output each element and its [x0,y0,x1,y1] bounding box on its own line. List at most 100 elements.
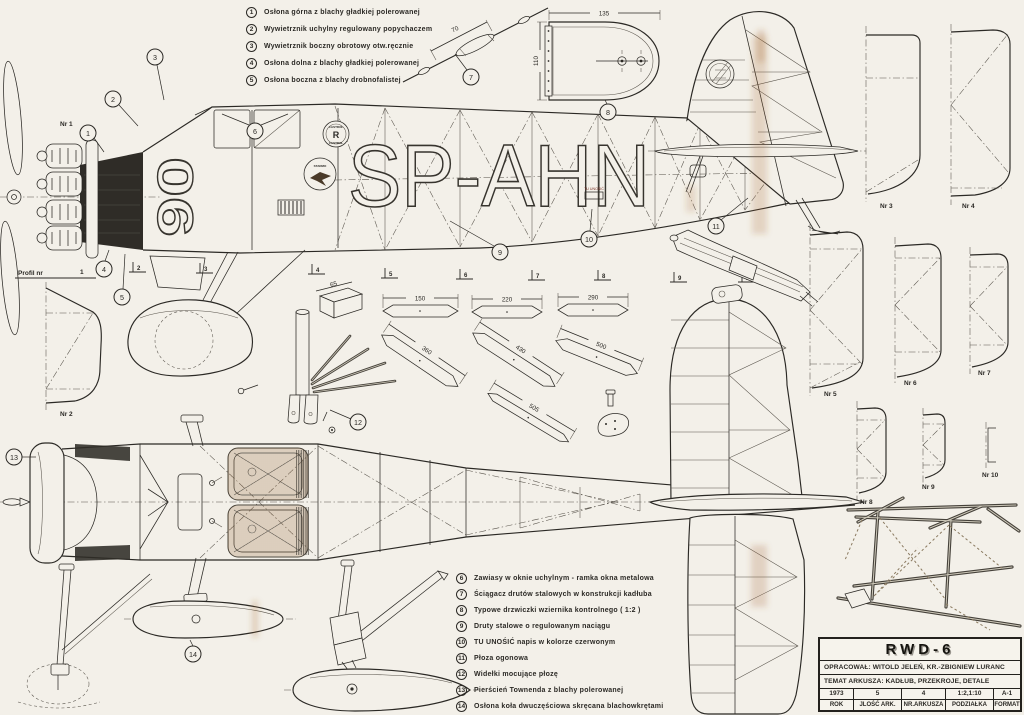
tailskid-fork-detail [287,309,397,434]
fuselage-truss [334,105,829,251]
svg-text:5: 5 [389,272,393,278]
legend-top: 1 Osłona górna z blachy gładkiej polerow… [246,4,432,89]
dim-360: 360 [420,345,433,357]
top-view-fuselage [61,443,856,561]
tailplane-detail-box [689,164,707,178]
svg-text:12: 12 [354,418,362,427]
svg-text:11: 11 [712,222,719,231]
pilot-seats [227,447,309,558]
profile-label-nr1: Nr 1 [60,121,73,128]
legend-item-14: 14 Osłona koła dwuczęściowa skręcana bla… [456,698,663,714]
callout-14: 14 [184,639,202,663]
legend-number-badge: 5 [246,75,257,86]
callout-11: 11 [707,197,749,235]
starmo-logo-text: STARMO [314,164,327,168]
callout-6: 6 [221,113,289,140]
lower-cowl-scoop [149,255,206,291]
cross-sections: Nr 2 Nr 3 Nr 4 Nr 5 Nr 6 [45,24,1011,506]
section-nr6: Nr 6 [894,237,942,387]
sheet-count-value: 5 [854,689,902,700]
profile-label-nr8: Nr 8 [860,499,873,506]
legend-number-badge: 3 [246,41,257,52]
profile-label-nr4: Nr 4 [962,203,975,210]
section-markers: Profil nr 1 2 3 4 5 6 7 8 9 10 [15,262,757,283]
starmo-bird-icon [310,172,331,186]
legend-number-badge: 13 [456,684,467,696]
format-value: A-1 [994,689,1020,700]
gear-stub-lower [183,557,208,603]
callout-8: 8 [599,99,617,121]
legend-item-text: Ściągacz drutów stalowych w konstrukcji … [474,590,652,598]
strip-360: 360 [381,320,468,387]
legend-item-text: Widełki mocujące płozę [474,670,559,678]
profil-label: Profil nr 1 [15,269,96,279]
svg-text:9: 9 [498,248,502,257]
section-nr3: Nr 3 [865,26,921,210]
turnbuckle-detail: 70 [402,7,549,83]
svg-text:6: 6 [464,273,468,279]
dim-135: 135 [599,11,610,18]
profile-label-nr3: Nr 3 [880,203,893,210]
svg-text:2: 2 [137,266,141,272]
landing-gear-side [127,249,306,377]
profil-number-text: 1 [80,269,84,276]
rear-fuselage-top-lens [648,493,866,511]
sheet-number-label: NR.ARKUSZA [902,699,946,710]
fairing-strips: 150 220 290 360 430 500 [237,280,644,443]
dim-500: 500 [595,341,608,352]
legend-item-10: 10 TU UNOŚIĆ napis w kolorze czerwonym [456,634,663,650]
svg-text:3: 3 [204,267,208,273]
legend-item-text: Osłona koła dwuczęściowa skręcana blacho… [474,702,664,710]
section-nr4: Nr 4 [950,24,1011,210]
legend-item-text: Wywietrznik uchylny regulowany popychacz… [264,26,433,33]
section-nr9: Nr 9 [922,408,946,491]
legend-item-text: Druty stalowe o regulowanym naciągu [474,622,611,630]
legend-item-text: Wywietrznik boczny obrotowy otw.ręcznie [264,43,414,50]
dim-290: 290 [588,295,599,302]
inspection-door-detail: 135 110 [533,10,661,101]
svg-text:13: 13 [10,453,18,462]
title-block: RWD-6 OPRACOWAŁ: WITOLD JELEŃ, KR.-ZBIGN… [818,637,1022,712]
profile-label-nr2: Nr 2 [60,411,73,418]
section-tick-6: 6 [456,269,473,280]
legend-item-text: Płoza ogonowa [474,654,529,662]
bracing-wires [844,517,1003,631]
callout-12: 12 [329,409,367,431]
subject-line: TEMAT ARKUSZA: KADŁUB, PRZEKROJE, DETALE [820,675,1020,689]
callout-4: 4 [95,249,113,278]
step-note: TU UNOŚIĆ [584,186,604,200]
tu-unosic-text: TU UNOŚIĆ [584,186,604,191]
profile-label-nr5: Nr 5 [824,391,837,398]
dim-65: 65 [329,280,338,289]
callout-3: 3 [146,48,165,101]
format-label: FORMAT [994,701,1020,708]
legend-item-text: Osłona dolna z blachy gładkiej polerowan… [264,60,420,67]
strip-150: 150 [382,294,459,318]
castrol-logo: CASTROL R CASTROL [322,120,350,148]
section-tick-9: 9 [670,272,687,283]
svg-text:1: 1 [86,129,90,138]
svg-text:6: 6 [253,127,257,136]
callout-1: 1 [79,124,105,153]
legend-item-text: TU UNOŚIĆ napis w kolorze czerwonym [474,638,616,646]
tail-skid [795,197,841,235]
svg-text:7: 7 [469,73,473,82]
elevator-top-view [687,513,806,715]
wheel-dashed [154,310,214,370]
legend-number-badge: 2 [246,24,257,35]
callout-5: 5 [113,253,131,306]
section-tick-7: 7 [528,270,545,281]
castrol-logo-bottom-text: CASTROL [329,141,344,145]
scale-value: 1:2,1:10 [946,689,994,700]
legend-item-text: Zawiasy w oknie uchylnym - ramka okna me… [474,574,654,582]
dim-505: 505 [528,403,541,415]
engine-mount-frame-3d [836,496,1022,631]
svg-text:8: 8 [602,274,606,280]
gear-leg-detail-left [17,563,153,709]
section-tick-5: 5 [381,268,398,279]
svg-text:10: 10 [585,235,593,244]
fin-emblem [705,59,735,89]
screw-part [237,384,259,395]
